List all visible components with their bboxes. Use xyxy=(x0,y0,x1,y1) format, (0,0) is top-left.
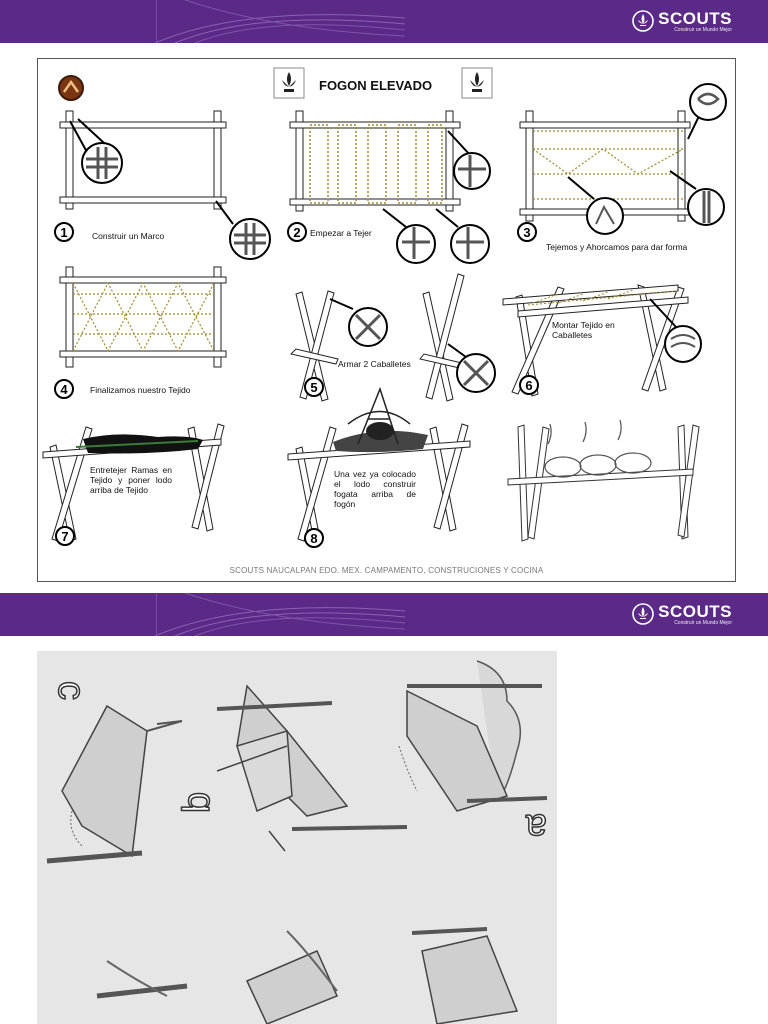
knot-detail-icon xyxy=(450,224,490,264)
step-badge-8: 8 xyxy=(304,528,324,548)
brand-name: SCOUTS xyxy=(658,9,732,28)
step-badge-5: 5 xyxy=(304,377,324,397)
knot-detail-icon xyxy=(81,142,123,184)
swoosh-decoration xyxy=(155,0,405,43)
step5-trestles xyxy=(290,273,467,402)
sketch-letter-a: a xyxy=(525,806,547,848)
step-caption: Entretejer Ramas en Tejido y poner lodo … xyxy=(90,465,172,495)
step-number: 4 xyxy=(60,382,68,397)
brand-name: SCOUTS xyxy=(658,602,732,621)
woodbadge-icon xyxy=(58,75,84,101)
step-badge-7: 7 xyxy=(55,526,75,546)
step-number: 5 xyxy=(310,380,317,395)
sketch-bottom-row xyxy=(96,927,519,1024)
step-badge-4: 4 xyxy=(54,379,74,399)
sketch-letter-b: b xyxy=(176,792,218,813)
knot-detail-icon xyxy=(687,188,725,226)
step-caption: Construir un Marco xyxy=(92,231,165,241)
step-number: 2 xyxy=(293,225,300,240)
step-number: 1 xyxy=(60,225,67,240)
step2-frame xyxy=(289,110,461,212)
step-caption: Armar 2 Caballetes xyxy=(338,359,411,369)
step-number: 7 xyxy=(61,529,68,544)
step-badge-6: 6 xyxy=(519,375,539,395)
sketch-a xyxy=(398,660,548,812)
step6-mounted xyxy=(502,284,689,397)
step-badge-2: 2 xyxy=(287,222,307,242)
knot-detail-icon xyxy=(453,152,491,190)
scouts-logo: SCOUTS Construir un Mundo Mejor xyxy=(632,603,732,627)
step-caption: Empezar a Tejer xyxy=(310,228,372,238)
header-band: SCOUTS Construir un Mundo Mejor xyxy=(0,593,768,636)
header-band: SCOUTS Construir un Mundo Mejor xyxy=(0,0,768,43)
scouts-logo: SCOUTS Construir un Mundo Mejor xyxy=(632,10,732,34)
step-number: 8 xyxy=(310,531,317,546)
slide-fogon-elevado: FOGON ELEVADO 1 Construir un Marco 2 Emp… xyxy=(37,58,736,582)
step-caption: Tejemos y Ahorcamos para dar forma xyxy=(546,242,688,252)
shelter-sketches: c b a f xyxy=(39,660,548,1024)
step-badge-1: 1 xyxy=(54,222,74,242)
step-caption: Una vez ya colocado el lodo construir fo… xyxy=(334,469,416,509)
fleur-de-lis-icon xyxy=(632,10,654,32)
step-caption: Finalizamos nuestro Tejido xyxy=(90,385,191,395)
sketch-b xyxy=(216,684,408,852)
fleur-de-lis-icon xyxy=(632,603,654,625)
page-title: FOGON ELEVADO xyxy=(319,78,433,93)
step4-frame xyxy=(59,266,227,368)
step-badge-3: 3 xyxy=(517,222,537,242)
sketch-letter-c: c xyxy=(50,681,92,700)
swoosh-decoration xyxy=(155,593,405,636)
knot-detail-icon xyxy=(229,218,271,260)
step-number: 3 xyxy=(523,225,530,240)
knot-detail-icon xyxy=(396,224,436,264)
brand-tagline: Construir un Mundo Mejor xyxy=(674,620,732,626)
step-number: 6 xyxy=(525,378,532,393)
step-caption: Montar Tejido en Caballetes xyxy=(552,320,636,340)
sketch-c xyxy=(46,704,183,864)
knot-detail-icon xyxy=(586,197,624,235)
knot-detail-icon xyxy=(689,83,727,121)
step1-frame xyxy=(59,110,227,210)
instruction-illustrations xyxy=(42,67,727,542)
brand-tagline: Construir un Mundo Mejor xyxy=(674,27,732,33)
shelter-sketch-panel: c b a f xyxy=(37,651,557,1024)
final-cooking-illustration xyxy=(507,424,700,542)
slide-footer: SCOUTS NAUCALPAN EDO. MEX. CAMPAMENTO, C… xyxy=(229,566,544,575)
